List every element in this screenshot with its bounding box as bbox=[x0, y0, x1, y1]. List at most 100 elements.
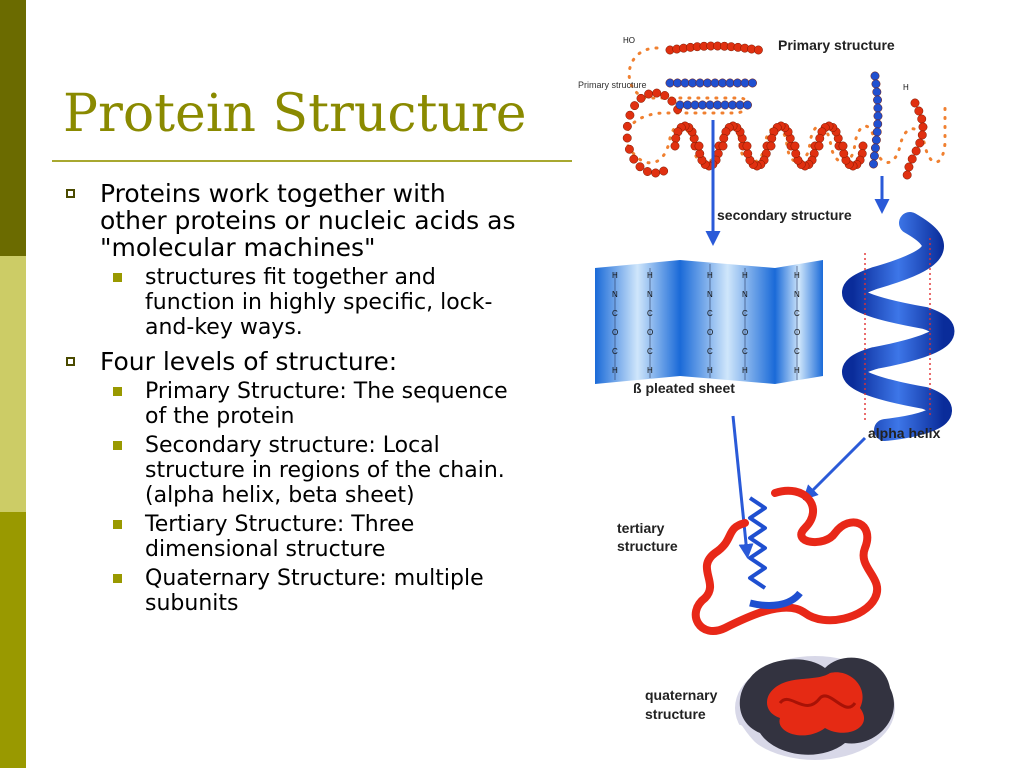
amino-acid-bead bbox=[683, 100, 692, 110]
amino-acid-bead bbox=[710, 78, 720, 88]
amino-acid-bead bbox=[698, 100, 707, 110]
amino-acid-bead bbox=[630, 101, 640, 111]
amino-acid-bead bbox=[660, 91, 670, 100]
amino-acid-bead bbox=[635, 162, 645, 172]
amino-acid-bead bbox=[767, 133, 777, 143]
amino-acid-bead bbox=[659, 166, 669, 176]
secondary-structure-label: secondary structure bbox=[717, 207, 852, 223]
amino-acid-bead bbox=[624, 144, 634, 154]
atom-glyph: C bbox=[794, 347, 800, 356]
amino-acid-bead bbox=[918, 122, 928, 132]
amino-acid-bead bbox=[917, 130, 927, 140]
quaternary-structure-blob bbox=[735, 656, 895, 761]
sub-bullet-item: Tertiary Structure: Three dimensional st… bbox=[63, 512, 518, 562]
atom-glyph: C bbox=[647, 309, 653, 318]
bullet-item: Four levels of structure: bbox=[63, 348, 518, 375]
sub-bullet-text: Tertiary Structure: Three dimensional st… bbox=[145, 512, 415, 562]
amino-acid-bead bbox=[791, 149, 801, 159]
amino-acid-bead bbox=[766, 141, 776, 151]
figure-canvas: HO H Primary structure Primary structure… bbox=[578, 36, 960, 768]
atom-glyph: H bbox=[742, 366, 748, 375]
red-amino-acid-beads bbox=[622, 41, 928, 180]
amino-acid-bead bbox=[743, 100, 752, 110]
atom-glyph: O bbox=[612, 328, 618, 337]
beta-sheet-label: ß pleated sheet bbox=[633, 380, 735, 396]
sub-bullet-text: Secondary structure: Local structure in … bbox=[145, 433, 505, 508]
title-divider bbox=[52, 160, 572, 162]
atom-glyph: N bbox=[612, 290, 618, 299]
amino-acid-bead bbox=[911, 146, 921, 156]
sub-bullet-text: Primary Structure: The sequence of the p… bbox=[145, 379, 508, 429]
atom-glyph: N bbox=[794, 290, 800, 299]
square-bullet-icon bbox=[113, 441, 122, 450]
alpha-helix-label: alpha helix bbox=[868, 425, 941, 441]
side-bar-bottom bbox=[0, 512, 26, 768]
amino-acid-bead bbox=[651, 168, 661, 178]
carboxyl-group-label: HO bbox=[623, 36, 635, 45]
sub-bullet-item: Secondary structure: Local structure in … bbox=[63, 433, 518, 508]
amino-acid-bead bbox=[695, 78, 705, 88]
amino-acid-bead bbox=[705, 100, 715, 110]
amino-acid-bead bbox=[838, 141, 848, 151]
atom-glyph: C bbox=[742, 309, 748, 318]
amino-acid-bead bbox=[622, 133, 632, 143]
atom-glyph: C bbox=[647, 347, 653, 356]
amino-acid-bead bbox=[873, 111, 883, 121]
side-bar-top bbox=[0, 0, 26, 256]
atom-glyph: C bbox=[612, 309, 618, 318]
amino-acid-bead bbox=[872, 127, 882, 137]
amino-acid-bead bbox=[622, 121, 632, 131]
amino-acid-bead bbox=[753, 45, 763, 55]
amino-acid-bead bbox=[644, 89, 654, 99]
bullet-text: Proteins work together with other protei… bbox=[100, 179, 516, 262]
amino-acid-bead bbox=[673, 78, 682, 88]
amino-acid-bead bbox=[688, 78, 697, 88]
arrow-helix-to-tertiary bbox=[802, 436, 867, 501]
amino-acid-bead bbox=[872, 87, 882, 97]
amino-acid-bead bbox=[790, 141, 800, 151]
amino-acid-bead bbox=[815, 133, 825, 143]
atom-glyph: C bbox=[707, 309, 713, 318]
amino-acid-bead bbox=[667, 96, 677, 106]
amino-acid-bead bbox=[870, 143, 880, 153]
amino-acid-bead bbox=[873, 119, 883, 129]
atom-glyph: H bbox=[707, 366, 713, 375]
atom-glyph: H bbox=[794, 271, 800, 280]
amino-acid-bead bbox=[703, 78, 712, 88]
amino-acid-bead bbox=[743, 149, 753, 159]
atom-glyph: H bbox=[647, 366, 653, 375]
square-bullet-icon bbox=[113, 273, 122, 282]
amino-acid-bead bbox=[733, 78, 742, 88]
amino-acid-bead bbox=[742, 141, 752, 151]
amino-acid-bead bbox=[858, 141, 868, 151]
amino-acid-bead bbox=[735, 100, 745, 110]
sub-bullet-item: structures fit together and function in … bbox=[63, 265, 518, 340]
arrow-beta-to-tertiary bbox=[731, 415, 754, 559]
sub-bullet-item: Quaternary Structure: multiple subunits bbox=[63, 566, 518, 616]
amino-acid-bead bbox=[713, 100, 722, 110]
primary-structure-side-label: Primary structure bbox=[578, 80, 647, 90]
amino-acid-bead bbox=[873, 95, 882, 105]
amino-acid-bead bbox=[718, 78, 727, 88]
amino-acid-bead bbox=[873, 103, 883, 113]
amino-acid-bead bbox=[725, 78, 735, 88]
atom-glyph: O bbox=[707, 328, 713, 337]
amino-acid-bead bbox=[728, 100, 737, 110]
atom-glyph: C bbox=[707, 347, 713, 356]
amino-acid-bead bbox=[652, 88, 662, 98]
sub-bullet-item: Primary Structure: The sequence of the p… bbox=[63, 379, 518, 429]
amino-acid-bead bbox=[871, 135, 881, 145]
atom-glyph: N bbox=[742, 290, 748, 299]
side-bar-middle bbox=[0, 256, 26, 512]
slide-title: Protein Structure bbox=[63, 84, 527, 144]
amino-acid-bead bbox=[675, 100, 685, 110]
amino-acid-bead bbox=[740, 78, 750, 88]
atom-glyph: C bbox=[794, 309, 800, 318]
atom-glyph: H bbox=[612, 366, 618, 375]
amino-acid-bead bbox=[680, 78, 690, 88]
square-bullet-icon bbox=[113, 574, 122, 583]
amino-acid-bead bbox=[670, 141, 680, 151]
blue-amino-acid-beads bbox=[665, 71, 883, 169]
amino-acid-bead bbox=[636, 93, 646, 103]
